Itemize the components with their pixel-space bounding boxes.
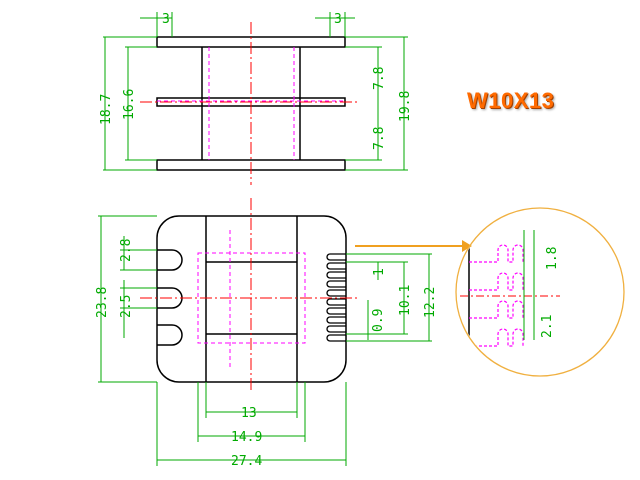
dim-detail-2-1: 2.1 [540, 315, 555, 338]
dim-width-14-9: 14.9 [231, 430, 262, 445]
dim-flange-right: 3 [334, 12, 342, 27]
dim-slot-1: 1 [372, 268, 387, 276]
dim-10-1: 10.1 [398, 285, 413, 316]
dim-width-27-4: 27.4 [231, 454, 262, 469]
dim-width-13: 13 [241, 406, 257, 421]
dim-detail-1-8: 1.8 [545, 247, 560, 270]
dim-pin-pitch-lower: 2.5 [119, 295, 134, 318]
dim-slot-0-9: 0.9 [371, 309, 386, 332]
dim-height-outer: 18.7 [99, 94, 114, 125]
dim-total-height: 23.8 [95, 287, 110, 318]
dim-height-inner: 16.6 [122, 89, 137, 120]
dim-right-upper: 7.8 [372, 67, 387, 90]
dim-right-lower: 7.8 [372, 127, 387, 150]
right-comb-slots [326, 253, 346, 342]
dim-right-total: 19.8 [398, 91, 413, 122]
part-title: W10X13 [467, 88, 555, 113]
dim-pin-pitch-upper: 2.8 [119, 239, 134, 262]
detail-view: 1.8 2.1 [355, 207, 625, 377]
detail-circle [455, 207, 625, 377]
dim-12-2: 12.2 [423, 287, 438, 318]
dim-flange-left: 3 [162, 12, 170, 27]
front-view: 23.8 2.8 2.5 12.2 10.1 1 0.9 13 14.9 [95, 198, 438, 469]
top-view: 3 3 18.7 16.6 7.8 7.8 19.8 [99, 12, 413, 185]
